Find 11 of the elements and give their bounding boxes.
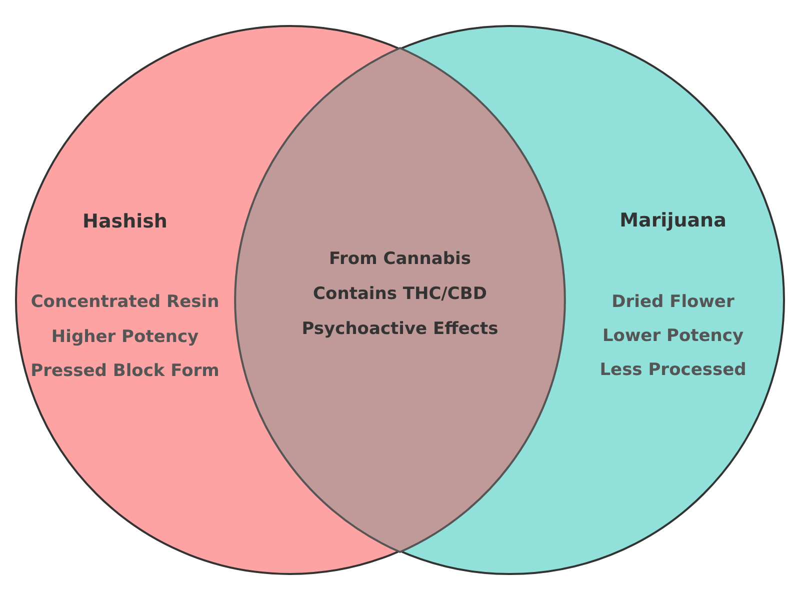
- set-heading: Marijuana: [620, 210, 726, 232]
- set-trait: Higher Potency: [51, 326, 199, 348]
- set-trait: Pressed Block Form: [30, 360, 220, 382]
- set-trait: Concentrated Resin: [30, 292, 220, 312]
- set-heading: Hashish: [82, 210, 168, 234]
- shared-trait: Psychoactive Effects: [302, 318, 498, 340]
- set-trait: Dried Flower: [612, 292, 734, 312]
- set-trait: Lower Potency: [602, 326, 744, 346]
- set-trait: Less Processed: [600, 360, 746, 380]
- shared-trait: Contains THC/CBD: [313, 284, 487, 304]
- shared-trait: From Cannabis: [329, 248, 471, 270]
